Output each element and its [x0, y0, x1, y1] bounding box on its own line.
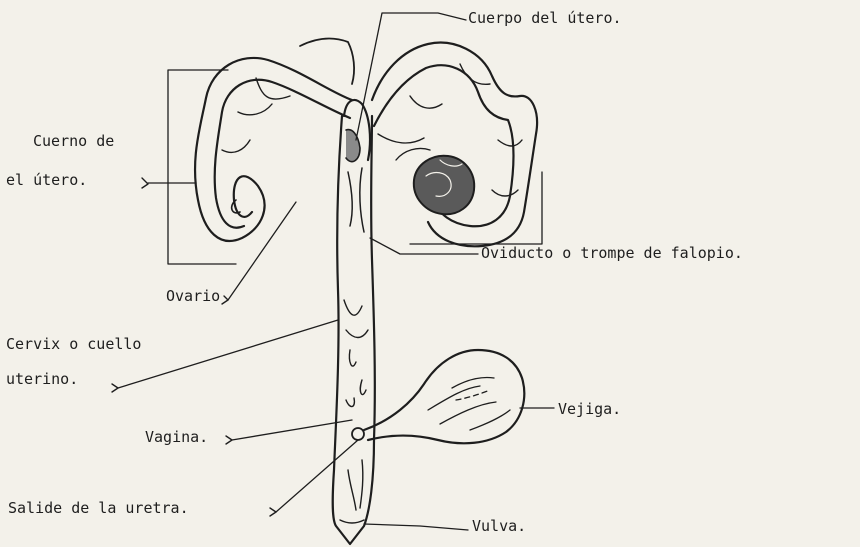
- label-cervix-line1: Cervix o cuello: [6, 335, 141, 353]
- leader-uretra: [276, 440, 358, 512]
- leader-vulva: [364, 524, 468, 530]
- central-tract: [333, 116, 375, 544]
- left-uterine-horn: [195, 39, 354, 241]
- label-cervix-line2: uterino.: [6, 370, 78, 388]
- uterine-body: [344, 100, 370, 162]
- label-vulva: Vulva.: [472, 517, 526, 535]
- label-vagina: Vagina.: [145, 428, 208, 446]
- label-ovario: Ovario: [166, 287, 220, 305]
- right-ovary: [414, 156, 474, 215]
- leader-cervix: [118, 320, 338, 388]
- bladder: [364, 350, 524, 443]
- label-vejiga: Vejiga.: [558, 400, 621, 418]
- label-salida-uretra: Salide de la uretra.: [8, 499, 189, 517]
- label-cuerno-line1: Cuerno de: [33, 132, 114, 150]
- leader-lines: [118, 13, 554, 530]
- label-cuerpo-del-utero: Cuerpo del útero.: [468, 9, 622, 27]
- label-oviducto: Oviducto o trompe de falopio.: [481, 244, 743, 262]
- right-uterine-horn: [372, 43, 537, 247]
- leader-vagina: [232, 420, 352, 440]
- label-cuerno-line2: el útero.: [6, 171, 87, 189]
